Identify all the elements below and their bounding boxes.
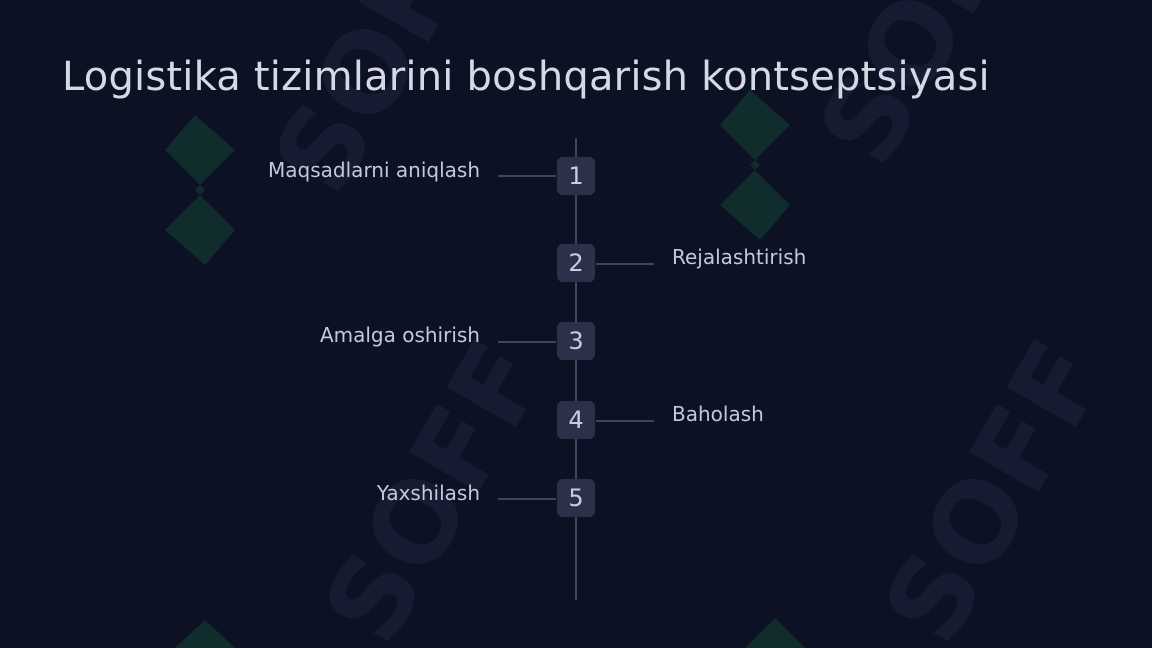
- connector-3: [498, 341, 556, 343]
- step-label-5: Yaxshilash: [376, 481, 480, 505]
- svg-text:SOFF: SOFF: [859, 320, 1131, 648]
- connector-5: [498, 498, 556, 500]
- connector-1: [498, 175, 556, 177]
- connector-4: [596, 420, 654, 422]
- step-badge-3: 3: [557, 322, 595, 360]
- step-label-1: Maqsadlarni aniqlash: [268, 158, 480, 182]
- slide-title: Logistika tizimlarini boshqarish kontsep…: [62, 54, 990, 100]
- timeline-axis: [575, 138, 577, 600]
- step-badge-5: 5: [557, 479, 595, 517]
- step-badge-1: 1: [557, 157, 595, 195]
- step-badge-4: 4: [557, 401, 595, 439]
- step-label-2: Rejalashtirish: [672, 245, 807, 269]
- step-label-4: Baholash: [672, 402, 764, 426]
- step-label-3: Amalga oshirish: [319, 323, 480, 347]
- step-badge-2: 2: [557, 244, 595, 282]
- connector-2: [596, 263, 654, 265]
